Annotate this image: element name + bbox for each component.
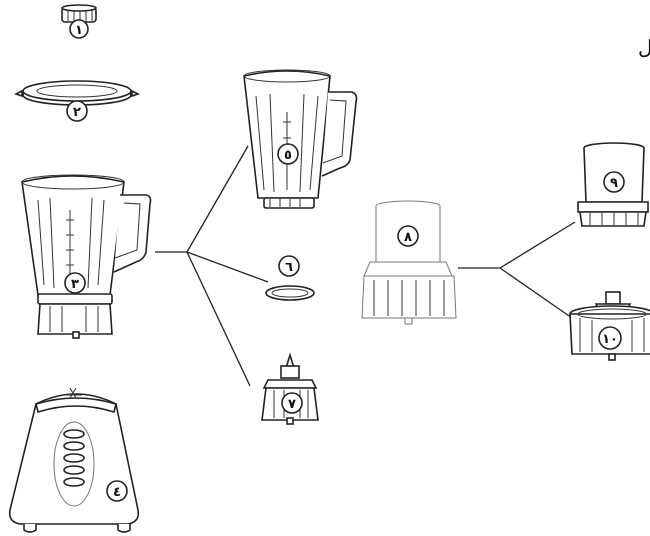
- number-badge: [598, 326, 622, 350]
- part-number: ١: [75, 23, 83, 38]
- number-badge: [277, 143, 299, 165]
- corner-mark: ل: [638, 35, 650, 59]
- part-number: ١٠: [602, 332, 618, 347]
- part-jar-large: ٣: [21, 174, 152, 339]
- number-badge: [278, 255, 300, 277]
- part-number: ٨: [404, 230, 412, 245]
- number-badge: [66, 100, 88, 122]
- number-badge: [603, 171, 625, 193]
- connector-lines-left: [155, 145, 269, 387]
- part-blade-assembly: ٧: [261, 352, 319, 425]
- part-grinder-top: ٩: [577, 142, 649, 227]
- part-grinder-base: ١٠: [569, 291, 650, 361]
- number-badge: [64, 272, 86, 294]
- part-number: ٥: [284, 148, 292, 163]
- part-seal-ring: ٦: [265, 255, 315, 301]
- number-badge: [106, 480, 128, 502]
- part-number: ٧: [288, 397, 296, 412]
- part-number: ٦: [285, 260, 293, 275]
- part-number: ٢: [73, 105, 81, 120]
- part-number: ٤: [113, 485, 121, 500]
- part-grinder-cup: ٨: [361, 200, 457, 325]
- part-number: ٣: [71, 277, 79, 292]
- part-motor-base: ٤: [8, 387, 140, 533]
- part-lid: ٢: [13, 80, 141, 122]
- number-badge: [69, 19, 89, 39]
- part-number: ٩: [610, 176, 618, 191]
- connector-lines-right: [458, 221, 576, 319]
- number-badge: [281, 392, 303, 414]
- part-jar-medium: ٥: [243, 69, 358, 209]
- part-lid-cap: ١: [61, 4, 97, 39]
- number-badge: [397, 225, 419, 247]
